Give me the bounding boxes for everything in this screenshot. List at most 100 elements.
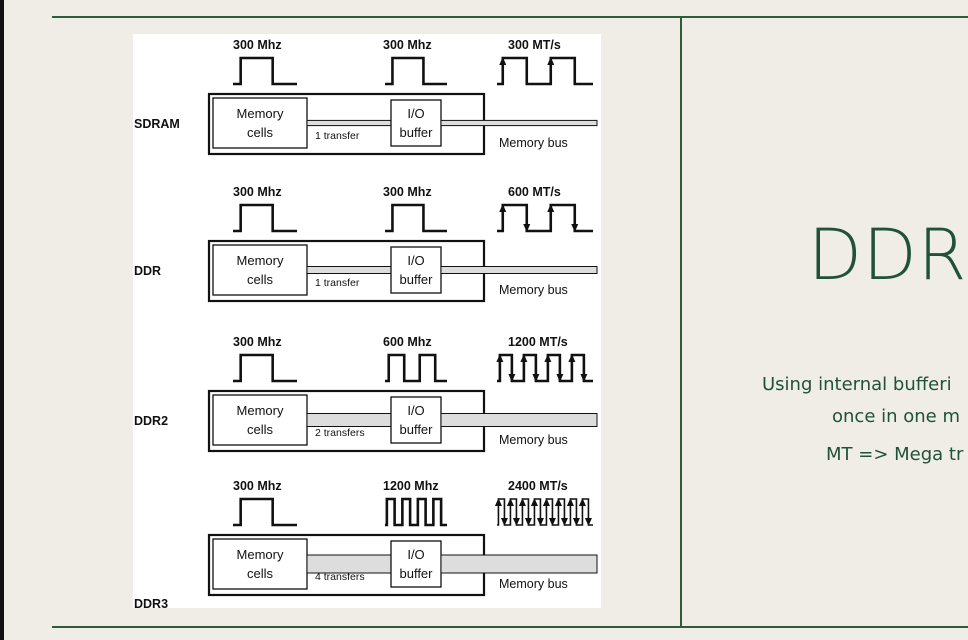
ddr3-bus-wave-edge-arrow <box>578 498 586 506</box>
ddr2-io-text-2: buffer <box>399 422 433 437</box>
ddr-bus-wave-edge-arrow <box>499 204 507 212</box>
ddr-transfer-channel <box>306 266 392 274</box>
ddr3-bus-wave-edge-arrow <box>584 518 592 526</box>
ddr2-io-buffer-box <box>390 396 442 444</box>
ddr3-bus-wave-edge-arrow <box>542 498 550 506</box>
ddr-bus-wave-edge-arrow <box>571 224 579 232</box>
ddr2-transfers: 2 transfers <box>315 427 365 439</box>
ddr2-bus-wave-edge-arrow <box>556 374 564 382</box>
sdram-bus-wave <box>497 56 593 86</box>
ddr3-bus-wave-edge-arrow <box>554 498 562 506</box>
ddr3-memory-text-2: cells <box>247 566 274 581</box>
ddr3-bus-wave-edge-arrow <box>536 518 544 526</box>
ddr-transfers: 1 transfer <box>315 277 360 289</box>
ddr3-bus-wave-edge-arrow <box>512 518 520 526</box>
ddr2-label: DDR2 <box>134 414 168 428</box>
ddr2-bus-wave-edge-arrow <box>532 374 540 382</box>
ddr-clock-2: 300 Mhz <box>383 185 432 199</box>
bottom-divider <box>52 626 968 628</box>
ddr-bus-label: Memory bus <box>499 283 568 297</box>
ddr-rate: 600 MT/s <box>508 185 561 199</box>
ddr2-bus-wave-edge-arrow <box>520 354 528 362</box>
description-line-2: once in one m <box>832 406 960 427</box>
ddr3-clock-1-wave <box>233 497 297 527</box>
ddr3-transfers: 4 transfers <box>315 571 365 583</box>
ddr-memory-bus-band <box>440 266 598 274</box>
ddr3-memory-bus-band <box>440 554 598 574</box>
ddr3-bus-wave-edge-arrow <box>572 518 580 526</box>
ddr3-bus-wave <box>497 498 593 526</box>
sdram-clock-2: 300 Mhz <box>383 38 432 52</box>
ddr2-memory-text-2: cells <box>247 422 274 437</box>
ddr-io-text-1: I/O <box>407 253 424 268</box>
slide-title: DDR <box>808 214 968 296</box>
ddr3-label: DDR3 <box>134 597 168 608</box>
ddr3-bus-wave-edge-arrow <box>494 498 502 506</box>
ddr3-io-text-1: I/O <box>407 547 424 562</box>
ddr2-bus-wave <box>497 353 593 383</box>
ddr3-clock-2-wave <box>385 497 447 527</box>
window-left-edge <box>0 0 4 640</box>
ddr-bus-wave <box>497 203 593 233</box>
ddr3-io-buffer-box <box>390 540 442 588</box>
ddr3-io-text-2: buffer <box>399 566 433 581</box>
description-line-1: Using internal bufferi <box>762 374 952 395</box>
ddr2-bus-wave-edge-arrow <box>508 374 516 382</box>
ddr3-rate: 2400 MT/s <box>508 479 568 493</box>
ddr3-bus-wave-edge-arrow <box>530 498 538 506</box>
ddr2-rate: 1200 MT/s <box>508 335 568 349</box>
top-divider <box>52 16 968 18</box>
ddr-io-buffer-box <box>390 246 442 294</box>
sdram-transfer-channel <box>306 119 392 127</box>
ddr3-memory-cells-box <box>212 538 308 590</box>
ddr3-bus-label: Memory bus <box>499 577 568 591</box>
sdram-memory-cells-box <box>212 97 308 149</box>
description-line-3: MT => Mega tr <box>826 444 964 465</box>
sdram-bus-wave-edge-arrow <box>499 57 507 65</box>
sdram-rate: 300 MT/s <box>508 38 561 52</box>
ddr3-memory-text-1: Memory <box>237 547 284 562</box>
sdram-io-text-1: I/O <box>407 106 424 121</box>
sdram-clock-1: 300 Mhz <box>233 38 282 52</box>
ddr2-memory-text-1: Memory <box>237 403 284 418</box>
sdram-bus-wave-edge-arrow <box>547 57 555 65</box>
sdram-clock-1-wave <box>233 56 297 86</box>
ddr-bus-wave-edge-arrow <box>547 204 555 212</box>
ddr-clock-1-wave <box>233 203 297 233</box>
ddr2-bus-wave-edge-arrow <box>568 354 576 362</box>
ddr3-bus-wave-edge-arrow <box>518 498 526 506</box>
ddr-memory-text-1: Memory <box>237 253 284 268</box>
ddr3-bus-wave-edge-arrow <box>560 518 568 526</box>
sdram-bus-label: Memory bus <box>499 136 568 150</box>
ddr2-clock-2: 600 Mhz <box>383 335 432 349</box>
ddr2-bus-wave-edge-arrow <box>496 354 504 362</box>
ddr2-bus-label: Memory bus <box>499 433 568 447</box>
ddr2-clock-1: 300 Mhz <box>233 335 282 349</box>
ddr-label: DDR <box>134 264 161 278</box>
ddr2-clock-1-wave <box>233 353 297 383</box>
sdram-memory-text-1: Memory <box>237 106 284 121</box>
ddr-clock-2-wave <box>385 203 447 233</box>
ddr2-io-text-1: I/O <box>407 403 424 418</box>
ddr3-clock-1: 300 Mhz <box>233 479 282 493</box>
ddr2-bus-wave-edge-arrow <box>544 354 552 362</box>
sdram-memory-bus-band <box>440 119 598 127</box>
ddr3-bus-wave-edge-arrow <box>524 518 532 526</box>
ddr3-bus-wave-edge-arrow <box>548 518 556 526</box>
ddr3-bus-wave-edge-arrow <box>500 518 508 526</box>
ddr-memory-cells-box <box>212 244 308 296</box>
ddr-io-text-2: buffer <box>399 272 433 287</box>
ddr-memory-text-2: cells <box>247 272 274 287</box>
ddr3-clock-2: 1200 Mhz <box>383 479 439 493</box>
ddr2-transfer-channel <box>306 413 392 427</box>
sdram-transfers: 1 transfer <box>315 130 360 142</box>
sdram-memory-text-2: cells <box>247 125 274 140</box>
sdram-label: SDRAM <box>134 117 180 131</box>
ddr2-memory-bus-band <box>440 413 598 427</box>
sdram-io-text-2: buffer <box>399 125 433 140</box>
ddr3-bus-wave-edge-arrow <box>506 498 514 506</box>
ddr2-memory-cells-box <box>212 394 308 446</box>
ddr3-bus-wave-edge-arrow <box>566 498 574 506</box>
